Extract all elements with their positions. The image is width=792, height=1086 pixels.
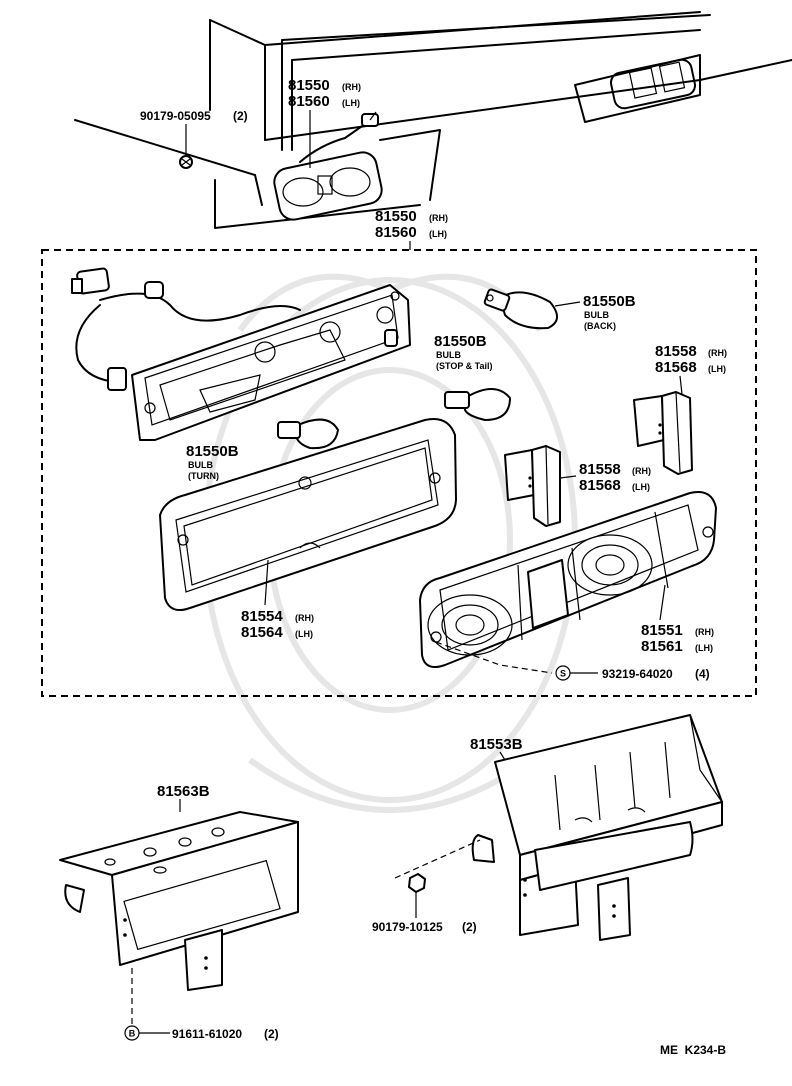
reflector-lower-rh-part: 81558: [579, 461, 621, 478]
diagram-code: ME K234-B: [660, 1043, 726, 1057]
top-lamp-rh-tag: (RH): [342, 82, 361, 92]
nut-part: 90179-10125: [372, 920, 443, 934]
assembly-lh-part: 81560: [375, 224, 417, 241]
bulb-stop-use: (STOP & Tail): [436, 361, 493, 371]
bulb-back-type: BULB: [584, 310, 609, 320]
bracket-right: [471, 714, 723, 941]
bulb-back-use: (BACK): [584, 321, 616, 331]
top-lamp-lh-part: 81560: [288, 93, 330, 110]
bolt-marker: B: [129, 1029, 136, 1039]
bulb-turn-type: BULB: [188, 460, 213, 470]
gasket-rh-tag: (RH): [295, 613, 314, 623]
leader-line: [264, 559, 269, 606]
bulb-turn-use: (TURN): [188, 471, 219, 481]
nut-qty: (2): [462, 920, 477, 934]
reflector-upper-lh-tag: (LH): [708, 364, 726, 374]
bulb-stop-type: BULB: [436, 350, 461, 360]
bulb-back: [483, 288, 558, 330]
reflector-lower: [504, 445, 561, 527]
bracket-left-part: 81563B: [157, 783, 210, 800]
leader-line: [394, 839, 481, 879]
nut-icon: [408, 873, 426, 893]
reflector-upper: [633, 391, 693, 475]
reflector-lower-rh-tag: (RH): [632, 466, 651, 476]
assembly-box: [41, 249, 757, 697]
leader-line: [554, 301, 581, 307]
bracket-right-part: 81553B: [470, 736, 523, 753]
assembly-rh-tag: (RH): [429, 213, 448, 223]
vehicle-rear-body: [74, 11, 792, 229]
lens-screw-qty: (4): [695, 667, 710, 681]
lens-screw-marker: S: [560, 669, 566, 679]
reflector-lower-lh-tag: (LH): [632, 482, 650, 492]
leader-line: [435, 641, 553, 674]
gasket-lh-part: 81564: [241, 624, 283, 641]
bolt-part: 91611-61020: [172, 1027, 242, 1041]
assembly-lh-tag: (LH): [429, 229, 447, 239]
reflector-lower-lh-part: 81568: [579, 477, 621, 494]
lens-rh-tag: (RH): [695, 627, 714, 637]
reflector-upper-rh-tag: (RH): [708, 348, 727, 358]
bulb-stop-tail: [444, 388, 511, 421]
bulb-back-part: 81550B: [583, 293, 636, 310]
leader-line: [679, 375, 683, 395]
bulb-stop-part: 81550B: [434, 333, 487, 350]
lens: [419, 491, 717, 668]
top-lamp-rh-part: 81550: [288, 77, 330, 94]
lens-lh-part: 81561: [641, 638, 683, 655]
reflector-upper-lh-part: 81568: [655, 359, 697, 376]
bolt-qty: (2): [264, 1027, 279, 1041]
lens-lh-tag: (LH): [695, 643, 713, 653]
lamp-housing: [71, 267, 411, 441]
bulb-turn-part: 81550B: [186, 443, 239, 460]
assembly-rh-part: 81550: [375, 208, 417, 225]
top-lamp-lh-tag: (LH): [342, 98, 360, 108]
leader-line: [559, 475, 577, 479]
bulb-turn: [277, 418, 339, 450]
top-screw-part-label: 90179-05095: [140, 109, 211, 123]
leader-line: [659, 584, 666, 621]
gasket: [159, 418, 457, 611]
lens-rh-part: 81551: [641, 622, 683, 639]
top-screw-qty-label: (2): [233, 109, 248, 123]
gasket-lh-tag: (LH): [295, 629, 313, 639]
reflector-upper-rh-part: 81558: [655, 343, 697, 360]
bracket-left: [59, 811, 299, 991]
gasket-rh-part: 81554: [241, 608, 283, 625]
lens-screw-part: 93219-64020: [602, 667, 673, 681]
